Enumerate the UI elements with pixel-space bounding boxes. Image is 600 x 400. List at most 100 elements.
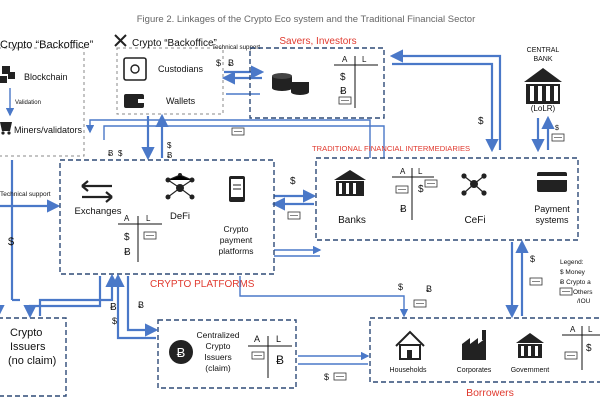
crypto-trad-iou-note xyxy=(287,211,301,220)
crypto-payment-label-1: Crypto xyxy=(223,224,248,234)
issuers-left-to-crypto-arrow xyxy=(38,273,119,316)
defi-label: DeFi xyxy=(170,211,190,222)
borrowers-l-label: L xyxy=(588,325,593,334)
government-building-icon xyxy=(516,333,544,358)
trad-iou-note-1 xyxy=(395,185,409,194)
dollar-backoffice-right: $ xyxy=(216,58,221,68)
traditional-title: TRADITIONAL FINANCIAL INTERMEDIARIES xyxy=(312,144,470,153)
issuers-left-line3: (no claim) xyxy=(8,355,56,367)
legend-others: Others xyxy=(573,289,593,296)
exchanges-label: Exchanges xyxy=(74,206,121,217)
households-label: Households xyxy=(390,367,427,374)
wallets-label: Wallets xyxy=(166,96,196,106)
defi-network-icon xyxy=(165,173,195,200)
hammer-pick-icon xyxy=(114,34,127,47)
crypto-dollar: $ xyxy=(124,232,130,243)
dollar-center-path: $ xyxy=(112,316,117,326)
iou-note-savers xyxy=(231,127,245,136)
dollar-crypto-borrowers: $ xyxy=(398,282,403,292)
legend-iou-icon xyxy=(559,287,573,296)
trad-iou-note-2 xyxy=(424,179,438,188)
trad-l-label: L xyxy=(418,167,423,176)
safe-icon xyxy=(123,57,147,81)
trad-a-label: A xyxy=(400,167,406,176)
savers-box xyxy=(249,47,385,119)
savers-title: Savers, Investors xyxy=(279,36,356,47)
cefi-label: CeFi xyxy=(464,215,485,226)
issuers-center-l-label: L xyxy=(276,334,281,344)
dollar-cb: $ xyxy=(555,125,559,132)
borrowers-title: Borrowers xyxy=(466,387,514,399)
dollar-defi-right: $ xyxy=(167,141,172,150)
cb-iou-note xyxy=(551,133,565,142)
crypto-to-issuers-left-arrow xyxy=(23,276,102,319)
coin-stack-icon xyxy=(272,73,309,95)
savers-iou-note xyxy=(338,96,352,105)
banks-label: Banks xyxy=(338,215,366,226)
borrowers-box xyxy=(369,317,600,383)
corporates-label: Corporates xyxy=(457,367,492,374)
exchange-arrows-icon xyxy=(81,180,113,203)
crypto-l-label: L xyxy=(146,214,151,223)
issuers-center-line4: (claim) xyxy=(205,363,231,373)
validation-label: Validation xyxy=(15,100,41,106)
bitcoin-coin-symbol: Ƀ xyxy=(177,345,186,360)
blockchain-label: Blockchain xyxy=(24,72,68,82)
payment-systems-label-1: Payment xyxy=(534,204,570,214)
trad-bitcoin: Ƀ xyxy=(400,204,407,215)
crypto-platforms-box xyxy=(59,159,275,275)
savers-to-intermediaries-arrow xyxy=(392,62,499,153)
issuers-center-line2: Crypto xyxy=(205,341,230,351)
issuers-center-line1: Centralized xyxy=(197,330,240,340)
bitcoin-center-path: Ƀ xyxy=(138,300,144,310)
borrowers-a-label: A xyxy=(570,325,576,334)
dollar-trad-borrowers: $ xyxy=(530,254,535,264)
crypto-to-issuers-center-arrow xyxy=(126,276,159,337)
crypto-payment-label-3: platforms xyxy=(219,246,254,256)
custodians-label: Custodians xyxy=(158,64,204,74)
dollar-crypto-trad: $ xyxy=(290,176,296,187)
backoffice-right-title: Crypto “Backoffice” xyxy=(132,38,217,49)
bitcoin-defi-right: Ƀ xyxy=(167,151,172,160)
lolr-label: (LoLR) xyxy=(531,104,556,113)
issuers-center-line3: Issuers xyxy=(204,352,231,362)
figure-title: Figure 2. Linkages of the Crypto Eco sys… xyxy=(137,14,475,25)
trad-dollar: $ xyxy=(418,184,424,195)
miners-label: Miners/validators xyxy=(14,125,83,135)
intermediaries-to-savers-arrow xyxy=(389,49,502,150)
central-bank-icon xyxy=(524,68,562,104)
issuers-left-line2: Issuers xyxy=(10,341,46,353)
legend-title: Legend: xyxy=(560,259,584,266)
tech-support-left-label: Technical support xyxy=(0,191,51,198)
crypto-iou-note xyxy=(143,231,157,240)
dollar-left: $ xyxy=(8,236,14,248)
issuers-center-box xyxy=(157,319,297,389)
borrowers-dollar: $ xyxy=(586,343,592,354)
crypto-platforms-title: CRYPTO PLATFORMS xyxy=(150,279,255,290)
house-icon xyxy=(395,330,425,360)
phone-icon xyxy=(229,176,245,202)
crypto-bitcoin: Ƀ xyxy=(124,247,131,258)
traditional-box xyxy=(315,157,579,241)
dollar-issuers-borrowers: $ xyxy=(324,372,329,382)
dollar-savers-intermediaries: $ xyxy=(478,116,484,127)
credit-card-icon xyxy=(537,172,567,192)
trad-borrowers-iou-note xyxy=(529,277,543,286)
bitcoin-defi-left: Ƀ xyxy=(108,149,113,158)
tech-support-right-label: Technical support xyxy=(212,44,260,51)
savers-bitcoin: Ƀ xyxy=(340,86,347,97)
intermediaries-to-backoffice-arrow xyxy=(85,119,371,158)
issuers-center-to-crypto-arrow xyxy=(111,273,156,340)
savers-dollar: $ xyxy=(340,72,346,83)
issuers-center-iou-note xyxy=(251,351,265,360)
central-bank-title-1: CENTRAL xyxy=(527,47,560,54)
wallet-icon xyxy=(124,94,144,108)
bitcoin-backoffice-right: Ƀ xyxy=(228,58,234,68)
savers-l-label: L xyxy=(362,55,367,64)
bitcoin-crypto-borrowers: Ƀ xyxy=(426,284,432,294)
blockchain-icon xyxy=(0,66,15,83)
crypto-borrowers-iou-note xyxy=(413,299,427,308)
crypto-to-borrowers-arrow xyxy=(239,276,409,318)
